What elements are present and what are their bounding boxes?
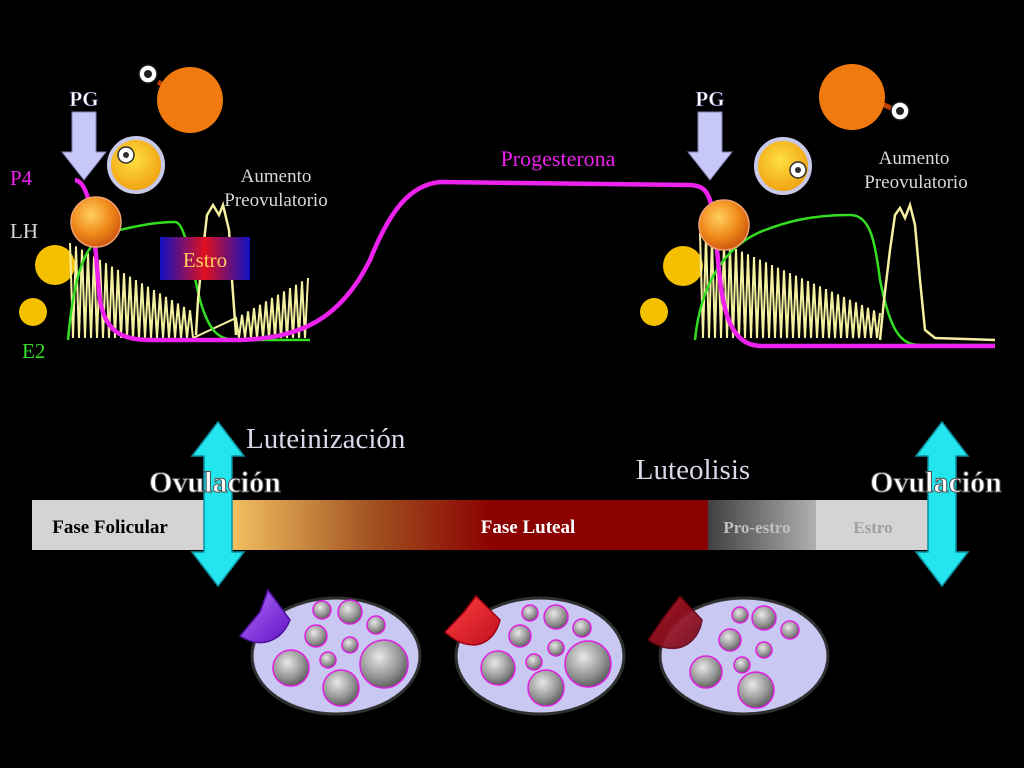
- follicle-icon: [322, 669, 360, 707]
- ovulation-double-arrow-icon: [914, 420, 970, 588]
- phase-luteal-label: Fase Luteal: [481, 517, 575, 538]
- follicle-icon: [751, 605, 777, 631]
- e2-label: E2: [22, 339, 45, 363]
- ovulated-follicle-icon: [819, 64, 885, 130]
- estradiol-curve-left: [66, 220, 310, 342]
- preov-right-line2: Preovulatorio: [864, 172, 967, 193]
- follicle-icon: [547, 639, 565, 657]
- luteolisis-label: Luteolisis: [636, 454, 750, 486]
- follicle-icon: [337, 599, 363, 625]
- ovulacion-right-label: Ovulación: [870, 466, 1002, 499]
- follicle-icon: [755, 641, 773, 659]
- follicle-icon: [312, 600, 332, 620]
- follicle-icon: [359, 639, 409, 689]
- ovary-middle: [443, 594, 626, 716]
- phase-folicular-bar: [32, 500, 208, 550]
- lh-label: LH: [10, 219, 38, 243]
- ovulated-oocyte-nucleus-icon: [144, 70, 152, 78]
- small-follicle-icon: [663, 246, 703, 286]
- small-follicle-icon: [19, 298, 47, 326]
- phase-estro-label: Estro: [853, 518, 892, 537]
- follicle-icon: [319, 651, 337, 669]
- follicle-icon: [733, 656, 751, 674]
- estradiol-curve-right: [693, 213, 995, 347]
- pg-down-arrow-icon: [686, 111, 734, 181]
- small-follicle-icon: [640, 298, 668, 326]
- corpus-luteum-icon: [443, 594, 501, 646]
- pg-label-right: PG: [695, 87, 724, 111]
- ovary-left: [238, 588, 422, 716]
- ovary-right: [646, 594, 830, 716]
- dominant-follicle-icon: [70, 196, 122, 248]
- follicle-icon: [780, 620, 800, 640]
- estro-box-label: Estro: [183, 248, 227, 272]
- hormone-graph: P4 LH E2 Estro: [10, 64, 996, 363]
- preovulatory-follicle-icon: [754, 137, 812, 195]
- p4-label: P4: [10, 166, 33, 190]
- phase-proestro-label: Pro-estro: [723, 518, 790, 537]
- phase-proestro-bar: [708, 500, 816, 550]
- phase-timeline: Fase Folicular Fase Luteal Pro-estro Est…: [32, 420, 1003, 588]
- follicle-icon: [480, 650, 516, 686]
- pg-down-arrow-icon: [60, 111, 108, 181]
- small-follicle-icon: [35, 245, 75, 285]
- pg-label-left: PG: [69, 87, 98, 111]
- progesterone-curve: [74, 177, 995, 349]
- phase-luteal-bar: [232, 500, 708, 550]
- preov-left-line1: Aumento: [241, 166, 312, 187]
- preov-right-line1: Aumento: [879, 148, 950, 169]
- follicle-icon: [272, 649, 310, 687]
- follicle-icon: [543, 604, 569, 630]
- follicle-icon: [304, 624, 328, 648]
- ovulation-double-arrow-icon: [190, 420, 246, 588]
- dominant-follicle-icon: [698, 199, 750, 251]
- follicle-icon: [689, 655, 723, 689]
- follicle-icon: [527, 669, 565, 707]
- corpus-luteum-icon: [238, 588, 291, 644]
- follicle-icon: [564, 640, 612, 688]
- ovulated-follicle-icon: [157, 67, 223, 133]
- luteinizacion-label: Luteinización: [246, 423, 406, 455]
- follicle-icon: [341, 636, 359, 654]
- follicle-icon: [521, 604, 539, 622]
- oocyte-nucleus-icon: [795, 167, 801, 173]
- follicle-icon: [731, 606, 749, 624]
- follicle-icon: [737, 671, 775, 709]
- follicle-icon: [366, 615, 386, 635]
- preovulatory-follicle-icon: [107, 136, 165, 194]
- ovulated-oocyte-nucleus-icon: [896, 107, 904, 115]
- ovulacion-left-label: Ovulación: [149, 466, 281, 499]
- phase-estro-bar: [816, 500, 928, 550]
- preov-left-line2: Preovulatorio: [224, 190, 327, 211]
- corpus-luteum-icon: [646, 594, 703, 650]
- follicle-icon: [572, 618, 592, 638]
- follicle-icon: [718, 628, 742, 652]
- follicle-icon: [525, 653, 543, 671]
- progesterona-label: Progesterona: [501, 146, 616, 171]
- estro-box: [160, 237, 250, 280]
- lh-surge-right: [878, 200, 996, 342]
- phase-folicular-label: Fase Folicular: [52, 517, 168, 538]
- follicle-icon: [508, 624, 532, 648]
- oocyte-nucleus-icon: [123, 152, 129, 158]
